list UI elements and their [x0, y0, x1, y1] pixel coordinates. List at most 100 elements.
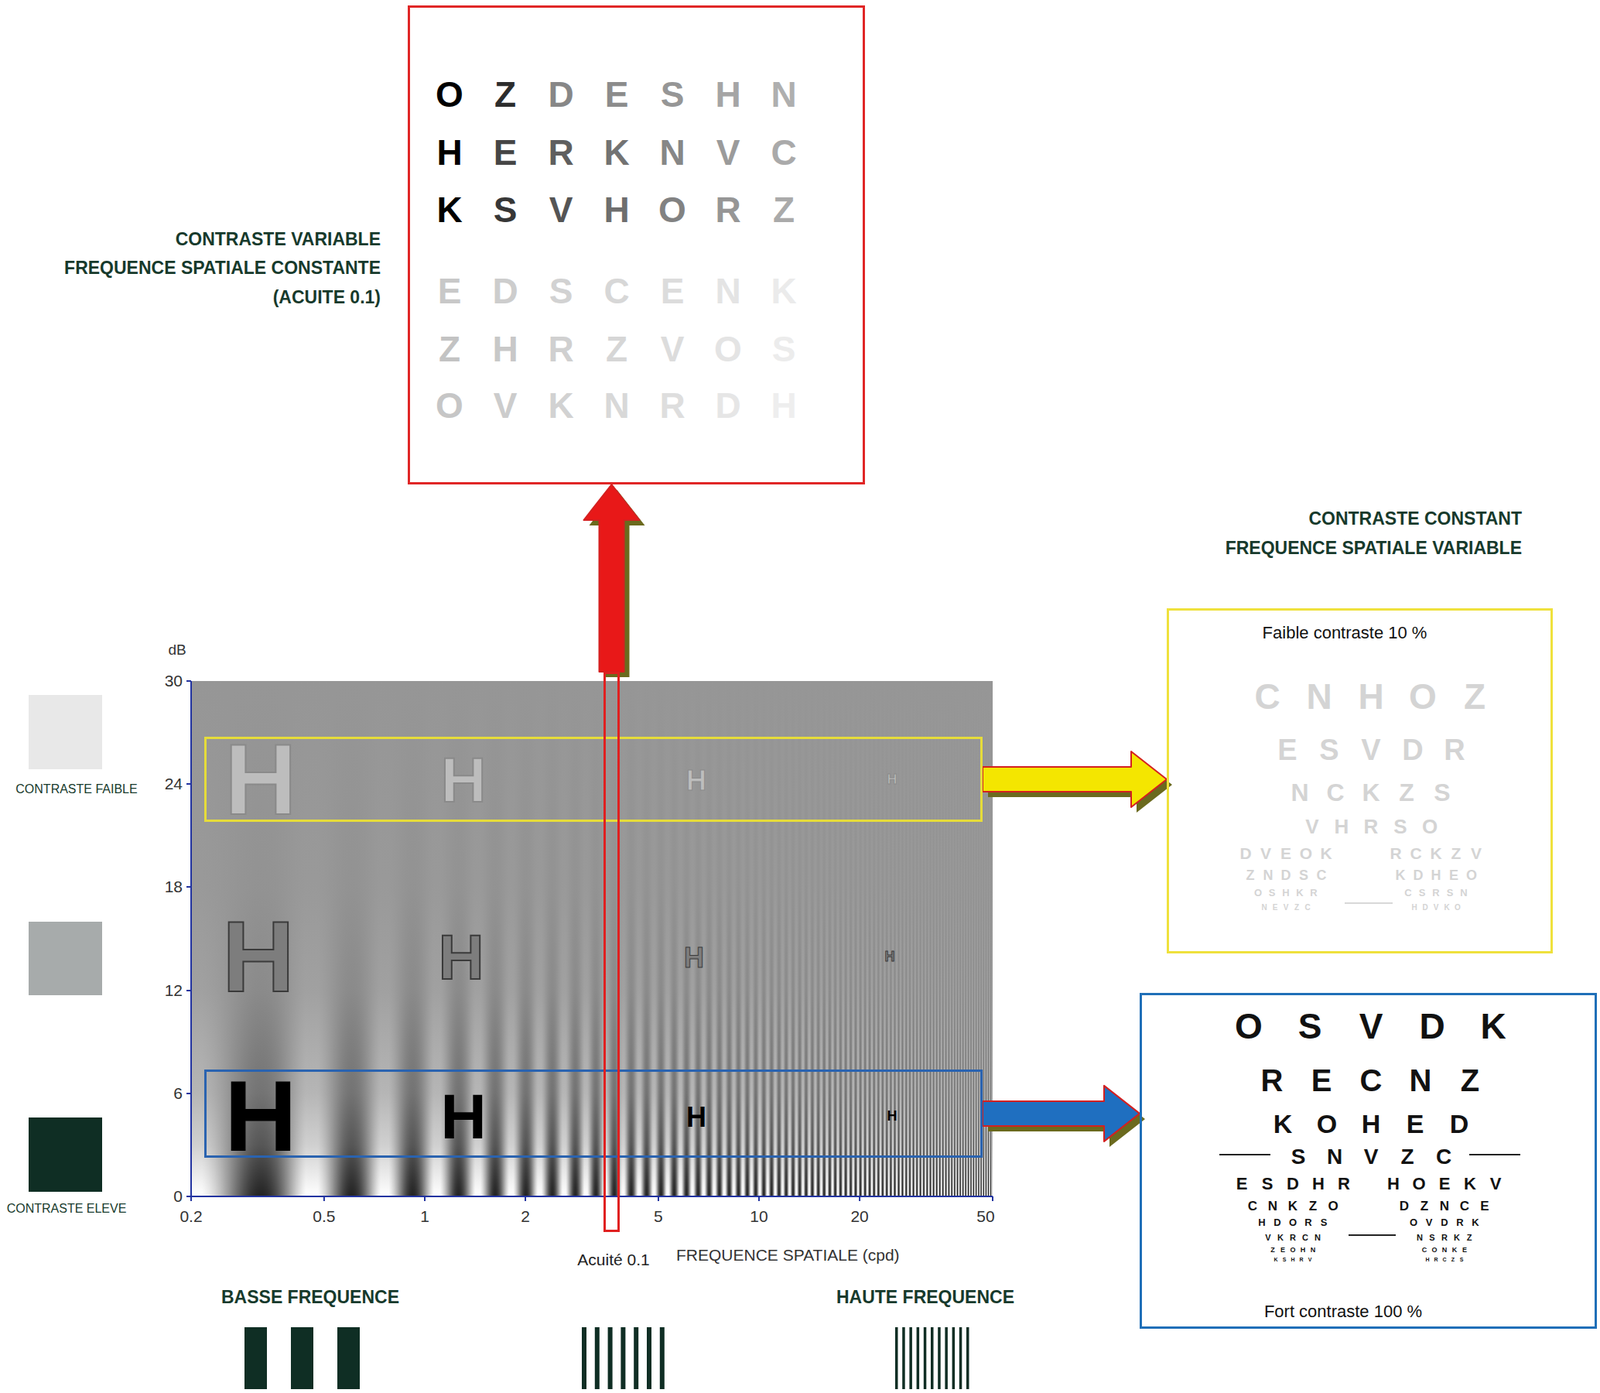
grating-bar [930, 1326, 934, 1389]
letter-chart-box: OZDESHNHERKNVCKSVHORZEDSCENKZHRZVOSOVKNR… [407, 5, 865, 485]
chart-text: H [224, 741, 298, 818]
chart-letter: O [1397, 676, 1450, 718]
chart-letter: Z [1241, 867, 1260, 884]
chart-letter: R [1429, 887, 1443, 900]
chart-letter: R [1356, 815, 1386, 839]
chart-text: KOHED [1261, 1108, 1482, 1139]
chart-letter: D [1280, 1173, 1306, 1194]
chart-letter: Z [1463, 1232, 1476, 1243]
chart-letter: H [1408, 902, 1420, 913]
label: 0.2 [179, 1206, 202, 1226]
chart-letter: K [1463, 1005, 1525, 1047]
label: BASSE FREQUENCE [221, 1286, 400, 1307]
grating-bar [937, 1326, 941, 1389]
chart-letter: Z [1449, 1256, 1458, 1263]
chart-text: DVEOK [1235, 844, 1337, 863]
chart-letter: V [1483, 1173, 1509, 1194]
chart-letter: Z [1449, 676, 1501, 718]
chart-letter: O [644, 189, 701, 231]
chart-letter: O [1218, 1005, 1280, 1047]
contrast-fade [191, 680, 993, 1197]
chart-letter: D [1277, 867, 1296, 884]
grating-bar [916, 1326, 920, 1389]
chart-letter: V [533, 189, 589, 231]
chart-text: H [887, 1111, 898, 1122]
chart-letter: R [533, 328, 589, 370]
chart-letter: K [1316, 844, 1337, 863]
grating-bar [620, 1326, 626, 1389]
chart-letter: S [1280, 1144, 1317, 1170]
chart-text: OSVDK [1218, 1005, 1525, 1047]
chart-letter: S [1308, 733, 1351, 768]
chart-letter: Z [588, 328, 645, 370]
chart-letter: C [1425, 1144, 1463, 1170]
chart-letter: V [1350, 733, 1392, 768]
chart-letter: Z [1389, 1144, 1426, 1170]
chart-letter: V [1353, 1144, 1390, 1170]
chart-letter: E [1474, 1198, 1495, 1214]
label: FREQUENCE SPATIALE (cpd) [676, 1245, 900, 1265]
chart-letter: O [1323, 1198, 1344, 1214]
chart-text: EDSCENK [421, 270, 812, 312]
chart-text: RECNZ [1247, 1062, 1495, 1098]
chart-letter: V [1297, 815, 1327, 839]
chart-letter: S [644, 74, 701, 116]
mid-contrast-swatch [28, 921, 103, 995]
chart-letter: H [1423, 1256, 1433, 1263]
connector-group [982, 751, 1173, 813]
chart-letter: S [1424, 778, 1460, 807]
grating-bar [895, 1326, 899, 1389]
label: (ACUITE 0.1) [273, 287, 381, 308]
chart-letter: S [1279, 1005, 1341, 1047]
grating-bar [959, 1326, 963, 1389]
chart-letter: N [1413, 1232, 1426, 1243]
chart-letter: O [1415, 815, 1445, 839]
chart-letter: C [1302, 902, 1313, 913]
chart-text: CNKZO [1242, 1198, 1344, 1214]
chart-letter: V [1280, 902, 1292, 913]
chart-letter: H [1349, 1108, 1394, 1139]
label: 12 [164, 981, 183, 1000]
chart-letter: Z [1291, 902, 1303, 913]
chart-letter: S [1415, 887, 1430, 900]
chart-letter: H [1326, 815, 1357, 839]
chart-letter: Z [1268, 1245, 1279, 1254]
chart-letter: K [1450, 1232, 1464, 1243]
chart-letter: D [700, 385, 756, 427]
chart-letter: R [1452, 1217, 1468, 1229]
label: 1 [420, 1206, 430, 1226]
chart-letter: D [1269, 1217, 1286, 1229]
legend-swatch [28, 694, 103, 770]
chart-letter: C [1405, 844, 1426, 863]
chart-letter: N [1282, 778, 1318, 807]
chart-letter: H [755, 385, 812, 427]
grating-bar [244, 1326, 267, 1389]
y-tick [186, 885, 192, 888]
block-arrow [584, 484, 640, 672]
label: FREQUENCE SPATIALE CONSTANTE [64, 257, 381, 278]
grating-plot: HHHHHHHHHHHH [191, 680, 993, 1197]
chart-letter: Z [1302, 1198, 1324, 1214]
chart-letter: R [1385, 844, 1406, 863]
chart-rule [1469, 1153, 1521, 1156]
chart-letter: N [1262, 1198, 1283, 1214]
chart-letter: O [421, 385, 478, 427]
chart-text: H [686, 1106, 707, 1128]
x-axis [191, 1195, 993, 1197]
chart-letter: N [1258, 902, 1270, 913]
chart-text: HOEKV [1381, 1173, 1509, 1194]
chart-letter: S [1280, 1256, 1289, 1263]
chart-letter: N [1439, 1245, 1450, 1254]
label: 30 [164, 671, 183, 691]
chart-letter: O [421, 74, 478, 116]
chart-letter: K [1391, 867, 1410, 884]
chart-text: ZNDSC [1241, 867, 1331, 884]
legend-text: CONTRASTE ELEVE [6, 1201, 127, 1216]
chart-letter: S [755, 328, 812, 370]
chart-letter: V [700, 132, 756, 174]
chart-text: ESDHR [1229, 1173, 1358, 1194]
chart-letter: R [1247, 1062, 1297, 1098]
chart-letter: K [1353, 778, 1389, 807]
chart-letter: S [533, 270, 589, 312]
